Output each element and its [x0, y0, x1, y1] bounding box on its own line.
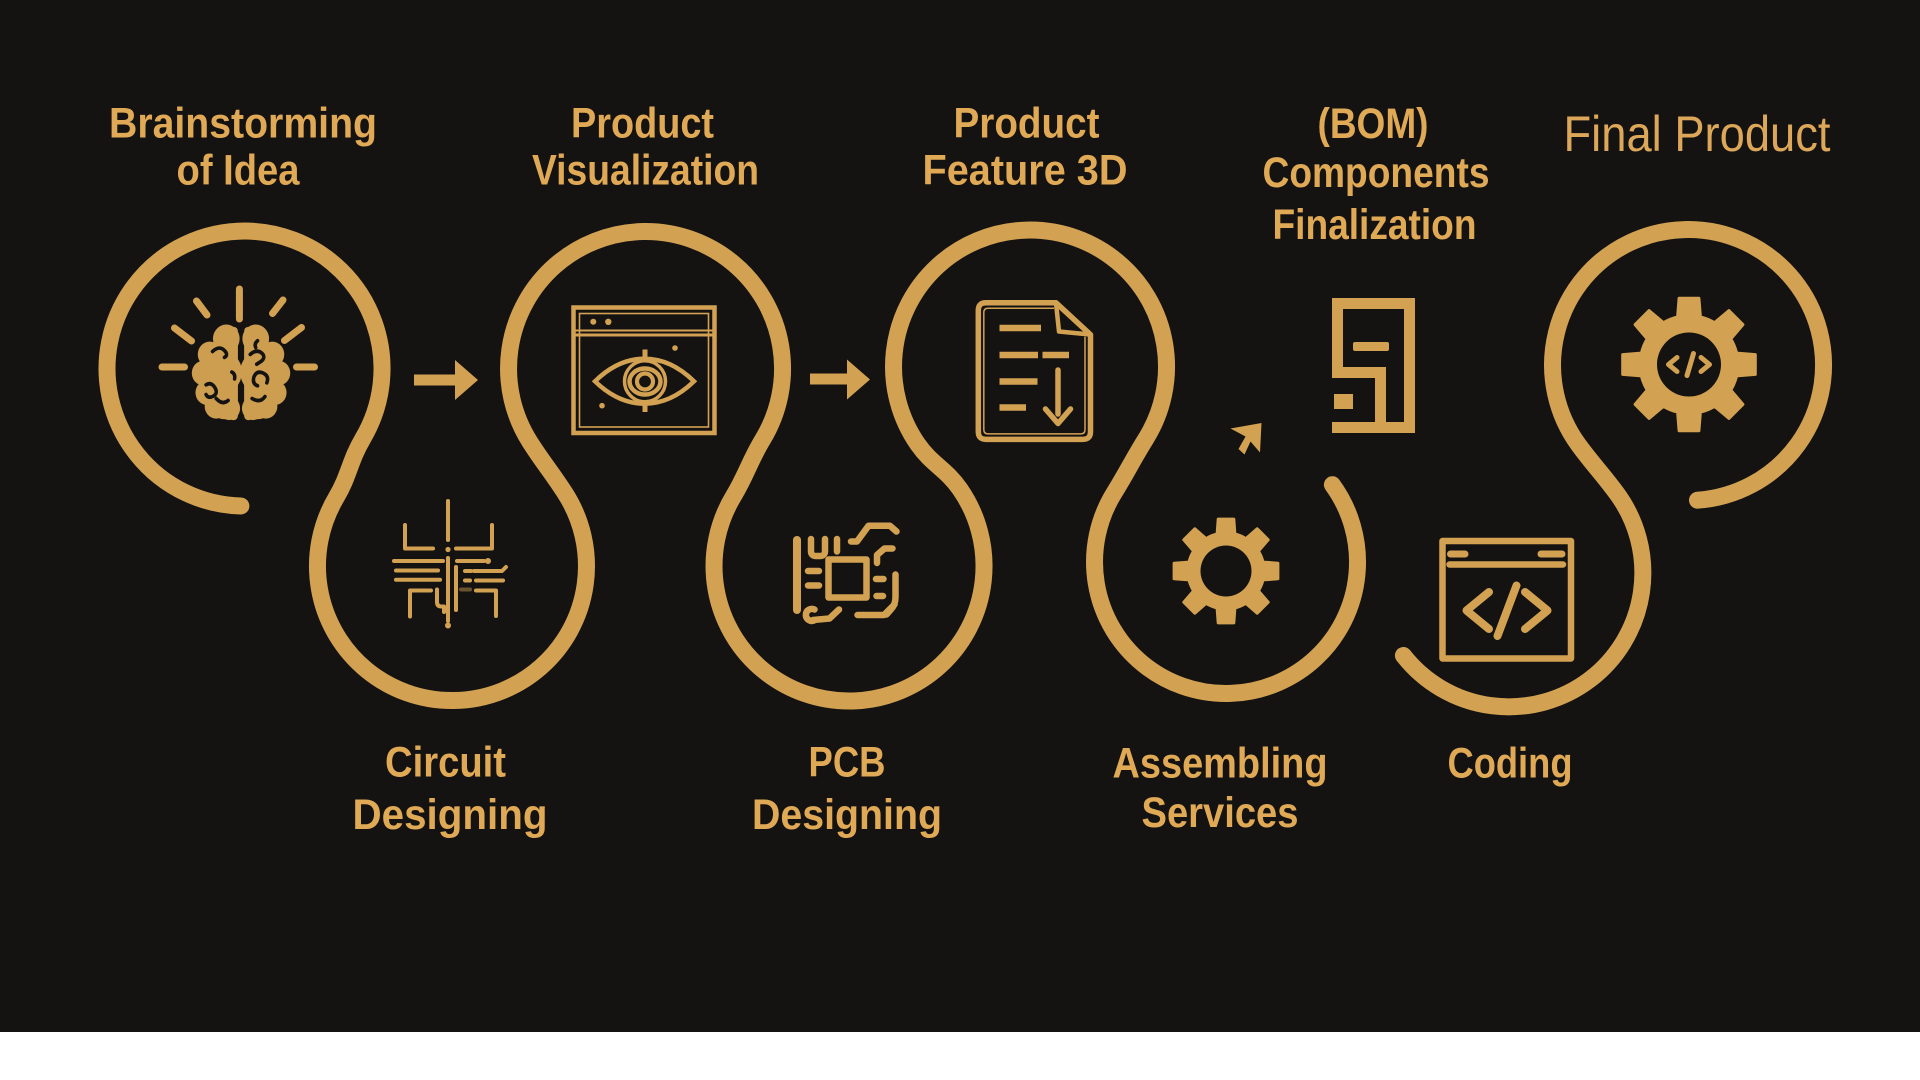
svg-text:Visualization: Visualization: [532, 147, 759, 195]
svg-text:Designing: Designing: [752, 791, 942, 839]
svg-text:Circuit: Circuit: [385, 739, 506, 787]
svg-text:(BOM): (BOM): [1318, 100, 1429, 148]
svg-text:PCB: PCB: [809, 739, 886, 787]
svg-text:Assembling: Assembling: [1113, 740, 1328, 788]
svg-text:Coding: Coding: [1448, 740, 1573, 788]
svg-text:Feature 3D: Feature 3D: [923, 147, 1128, 195]
svg-text:of Idea: of Idea: [177, 147, 301, 195]
svg-text:Components: Components: [1263, 149, 1490, 197]
svg-text:Product: Product: [954, 100, 1100, 148]
svg-text:Final Product: Final Product: [1564, 106, 1831, 162]
svg-text:Services: Services: [1142, 789, 1299, 837]
svg-text:Designing: Designing: [353, 791, 548, 839]
svg-text:Brainstorming: Brainstorming: [109, 100, 377, 148]
svg-text:Finalization: Finalization: [1273, 201, 1477, 249]
svg-text:Product: Product: [571, 100, 714, 148]
